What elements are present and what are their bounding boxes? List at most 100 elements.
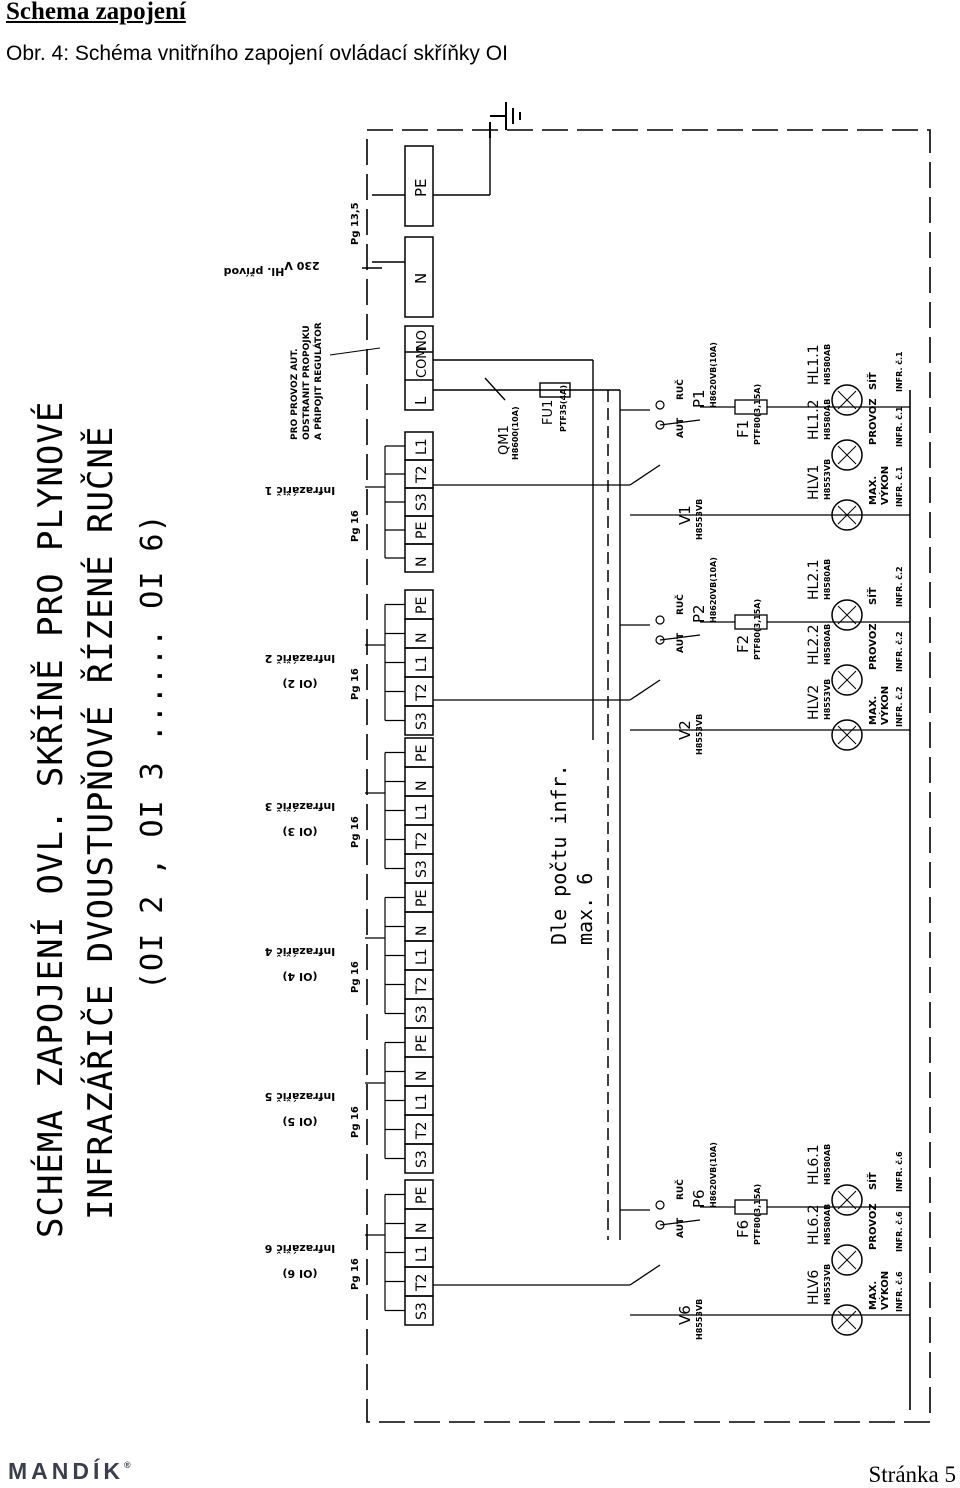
pos-ruc: RUČ <box>674 379 686 400</box>
terminal-label: PE <box>414 1187 430 1204</box>
lamp-infr: INFR. č.1 <box>894 406 904 447</box>
switch-contact <box>655 615 665 625</box>
lamp-word: MAX. <box>868 696 879 725</box>
heater-label: Infrazářič 5 <box>265 1090 336 1103</box>
terminal-label: PE <box>414 1035 430 1052</box>
lamp-word: SÍŤ <box>866 587 879 605</box>
regulator-note-line: A PŘIPOJIT REGULÁTOR <box>312 322 324 440</box>
regulator-leader <box>329 347 381 356</box>
lamp-type: H8580AB <box>823 344 832 385</box>
lamp-cross <box>837 605 857 625</box>
pos-ruc: RUČ <box>674 1179 686 1200</box>
terminal-pe <box>404 145 434 227</box>
selector-label: P2 <box>690 604 708 623</box>
terminal-label: PE <box>414 745 430 762</box>
fu1-type: PTF35(4A) <box>559 385 568 432</box>
v-type: H8553VB <box>695 714 704 755</box>
terminal-label: N <box>412 273 430 284</box>
lamp-label: HL6.1 <box>806 1144 822 1185</box>
lamp-word: PROVOZ <box>868 623 879 670</box>
terminal-label: S3 <box>414 493 430 511</box>
lamp-label: HLV2 <box>806 685 822 720</box>
gland-label: Pg 16 <box>350 510 361 542</box>
diagram-heading-line3: (OI 2 , OI 3 ...... OI 6) <box>135 513 170 990</box>
qm1-label: QM1 <box>497 425 512 455</box>
terminal-label: PE <box>412 178 430 197</box>
terminal-label: S3 <box>414 1150 430 1168</box>
terminal-label: T2 <box>414 832 430 850</box>
lamp-type: H8580AB <box>823 1144 832 1185</box>
selector-label: P6 <box>690 1189 708 1208</box>
lamp-word: SÍŤ <box>866 1172 879 1190</box>
gland-label: Pg 16 <box>350 816 361 848</box>
signal-lamp <box>831 664 863 696</box>
heater-label: Infrazářič 2 <box>265 652 336 665</box>
terminal-label: PE <box>414 522 430 539</box>
fuse-body <box>734 614 768 630</box>
fuse-body <box>734 399 768 415</box>
lamp-infr: INFR. č.6 <box>894 1271 904 1312</box>
terminal-label: N <box>414 557 430 567</box>
lamp-infr: INFR. č.2 <box>894 686 904 727</box>
lamp-cross <box>837 1190 857 1210</box>
lamp-word: VÝKON <box>878 1271 891 1310</box>
lamp-type: H8580AB <box>823 559 832 600</box>
terminal-label: COM <box>415 347 430 378</box>
lamp-label: HLV1 <box>806 465 822 500</box>
lamp-cross <box>837 670 857 690</box>
signal-lamp <box>831 1304 863 1336</box>
lamp-cross <box>837 505 857 525</box>
cabinet-enclosure <box>366 129 931 1423</box>
heater-label: Infrazářič 4 <box>264 945 335 958</box>
gland-label: Pg 16 <box>350 668 361 700</box>
figure-caption: Obr. 4: Schéma vnitřního zapojení ovláda… <box>6 42 508 65</box>
signal-lamp <box>831 599 863 631</box>
lamp-word: PROVOZ <box>868 1203 879 1250</box>
pos-aut: AUT <box>676 1217 686 1238</box>
terminal-label: T2 <box>414 977 430 995</box>
fuse-type: PTF80(3,15A) <box>753 599 762 660</box>
lamp-type: H8580AB <box>823 399 832 440</box>
lamp-word: VÝKON <box>878 686 891 725</box>
fu1-body <box>539 382 571 398</box>
terminal-label: S3 <box>414 1005 430 1023</box>
switch-lever <box>659 419 701 426</box>
v-type: H8553VB <box>695 499 704 540</box>
switch-contact <box>655 400 665 410</box>
gland-label: Pg 16 <box>350 1106 361 1138</box>
lamp-infr: INFR. č.6 <box>894 1211 904 1252</box>
wiring <box>433 138 911 1410</box>
supply-label: Hl. přívod <box>224 265 285 278</box>
page-title: Schema zapojení <box>6 0 186 25</box>
terminal-label: L1 <box>414 803 430 820</box>
heater-sublabel: (OI 3) <box>283 825 318 838</box>
lamp-label: HL1.1 <box>806 344 822 385</box>
v-contact <box>629 464 661 486</box>
selector-type: H8620VB(10A) <box>709 1142 718 1208</box>
switch-lever <box>659 1219 701 1226</box>
signal-lamp <box>831 1244 863 1276</box>
lamp-type: H8553VB <box>823 459 832 500</box>
terminal-label: T2 <box>414 1274 430 1292</box>
mandik-logo: MANDÍK® <box>8 1458 131 1484</box>
page-number: Stránka 5 <box>868 1462 956 1487</box>
lamp-cross <box>837 1310 857 1330</box>
pos-ruc: RUČ <box>674 594 686 615</box>
lamp-infr: INFR. č.2 <box>894 631 904 672</box>
v-type: H8553VB <box>695 1299 704 1340</box>
terminal-label: S3 <box>414 712 430 730</box>
selector-type: H8620VB(10A) <box>709 557 718 623</box>
lamp-type: H8580AB <box>823 1204 832 1245</box>
terminal-label: S3 <box>414 1302 430 1320</box>
